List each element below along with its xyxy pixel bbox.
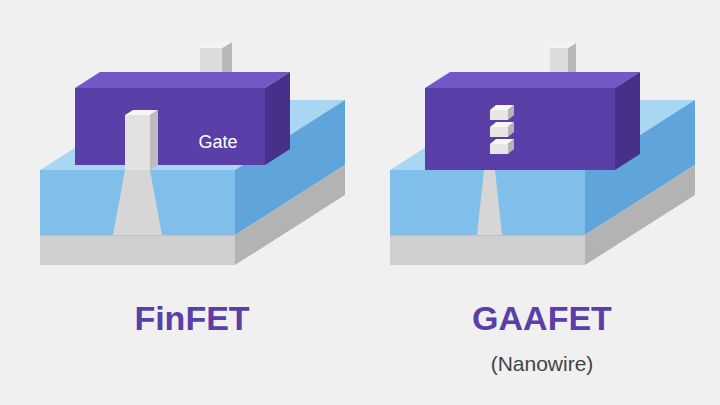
gate-label: Gate (198, 133, 237, 153)
finfet-figure (40, 42, 345, 265)
device-subtitle: (Nanowire) (491, 352, 594, 375)
gaafet-figure (390, 43, 695, 265)
device-name: GAAFET (472, 300, 612, 337)
device-name: FinFET (134, 300, 249, 337)
